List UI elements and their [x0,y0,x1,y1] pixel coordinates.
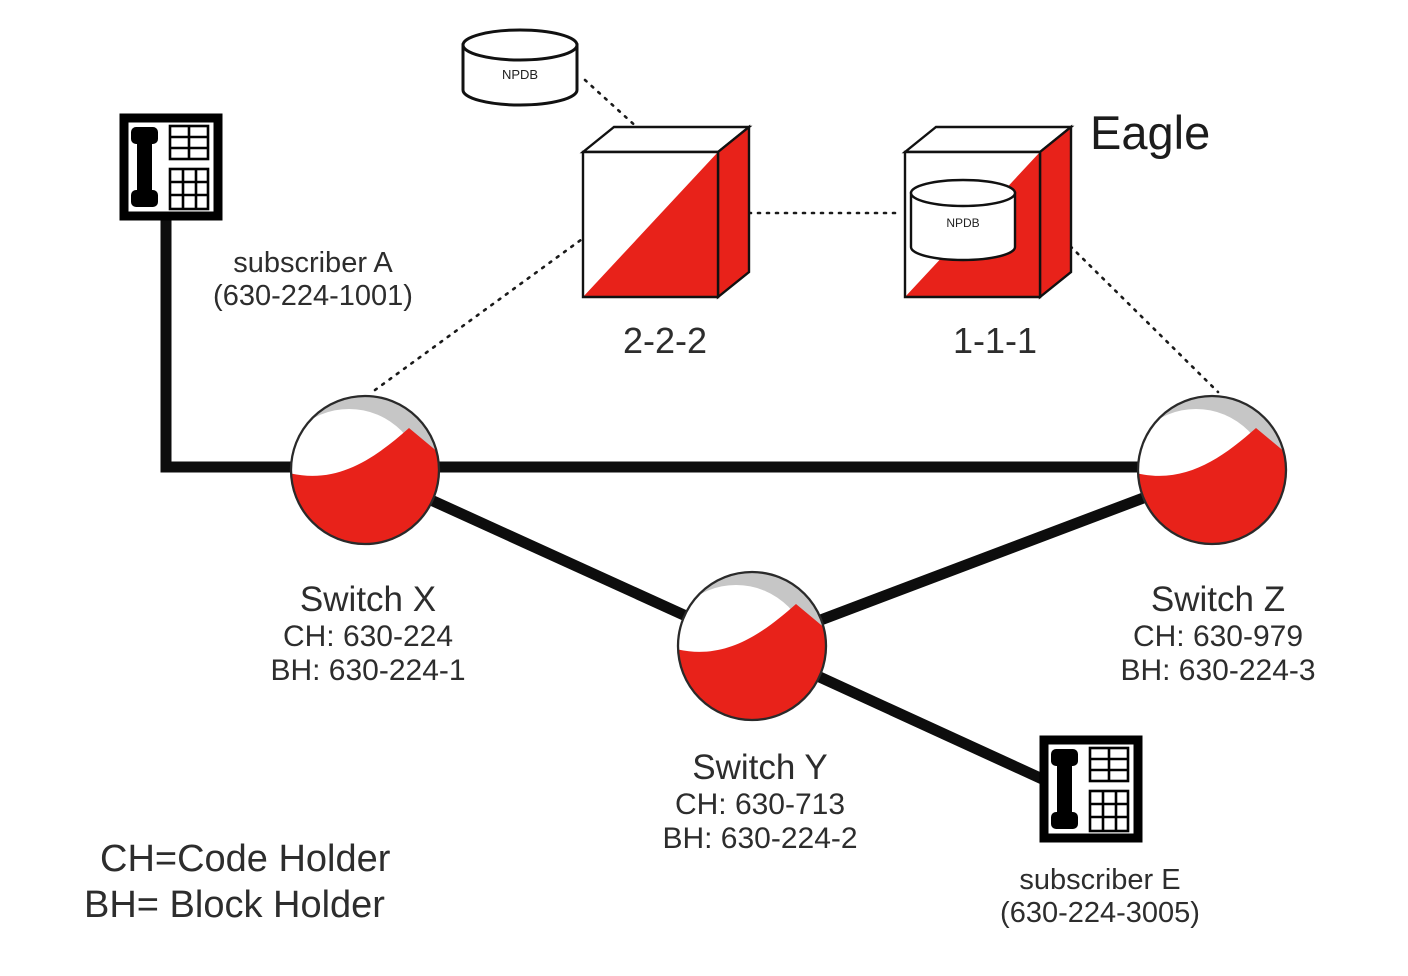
npdb-database: NPDB [461,28,579,107]
switch-x-node [289,394,441,546]
switch-z-label: Switch Z CH: 630-979 BH: 630-224-3 [1093,580,1343,688]
subscriber-a-label: subscriber A (630-224-1001) [188,247,438,313]
switch-z-bh: BH: 630-224-3 [1120,654,1316,688]
eagle-npdb-database: NPDB [909,178,1017,262]
link-stp111-to-switchz [1062,238,1220,394]
stp-222-label: 2-2-2 [622,320,708,361]
switch-y-node [676,570,828,722]
subscriber-e-label: subscriber E (630-224-3005) [975,864,1225,930]
link-npdb-to-stp222 [583,78,664,152]
trunk-switchY-switchZ [750,466,1214,652]
eagle-npdb-label: NPDB [946,216,979,230]
switch-y-bh: BH: 630-224-2 [662,822,858,856]
switch-y-ch: CH: 630-713 [674,787,846,821]
switch-y-label: Switch Y CH: 630-713 BH: 630-224-2 [635,748,885,856]
subscriber-e-number: (630-224-3005) [1000,897,1200,930]
switch-x-bh: BH: 630-224-1 [270,654,466,688]
stp-111-eagle-node: NPDB [901,124,1075,300]
eagle-title: Eagle [1090,106,1211,159]
subscriber-a-phone-icon [124,118,218,216]
stp-111-label: 1-1-1 [952,320,1038,361]
legend-block-holder: BH= Block Holder [84,884,385,926]
switch-z-node [1136,394,1288,546]
switch-x-label: Switch X CH: 630-224 BH: 630-224-1 [243,580,493,688]
switch-z-name: Switch Z [1150,580,1286,619]
switch-y-name: Switch Y [692,748,828,787]
subscriber-e-phone-icon [1044,740,1138,838]
npdb-label: NPDB [502,67,538,82]
subscriber-a-name: subscriber A [233,247,393,279]
subscriber-e-name: subscriber E [1019,864,1181,896]
trunk-subscriberA-switchX-switchZ [160,210,1212,473]
switch-x-ch: CH: 630-224 [282,619,454,653]
legend-code-holder: CH=Code Holder [100,838,391,880]
subscriber-a-number: (630-224-1001) [213,280,413,313]
stp-222-node [579,124,753,300]
link-switchx-to-stp222 [373,232,591,392]
switch-x-name: Switch X [299,580,437,619]
switch-z-ch: CH: 630-979 [1132,619,1304,653]
